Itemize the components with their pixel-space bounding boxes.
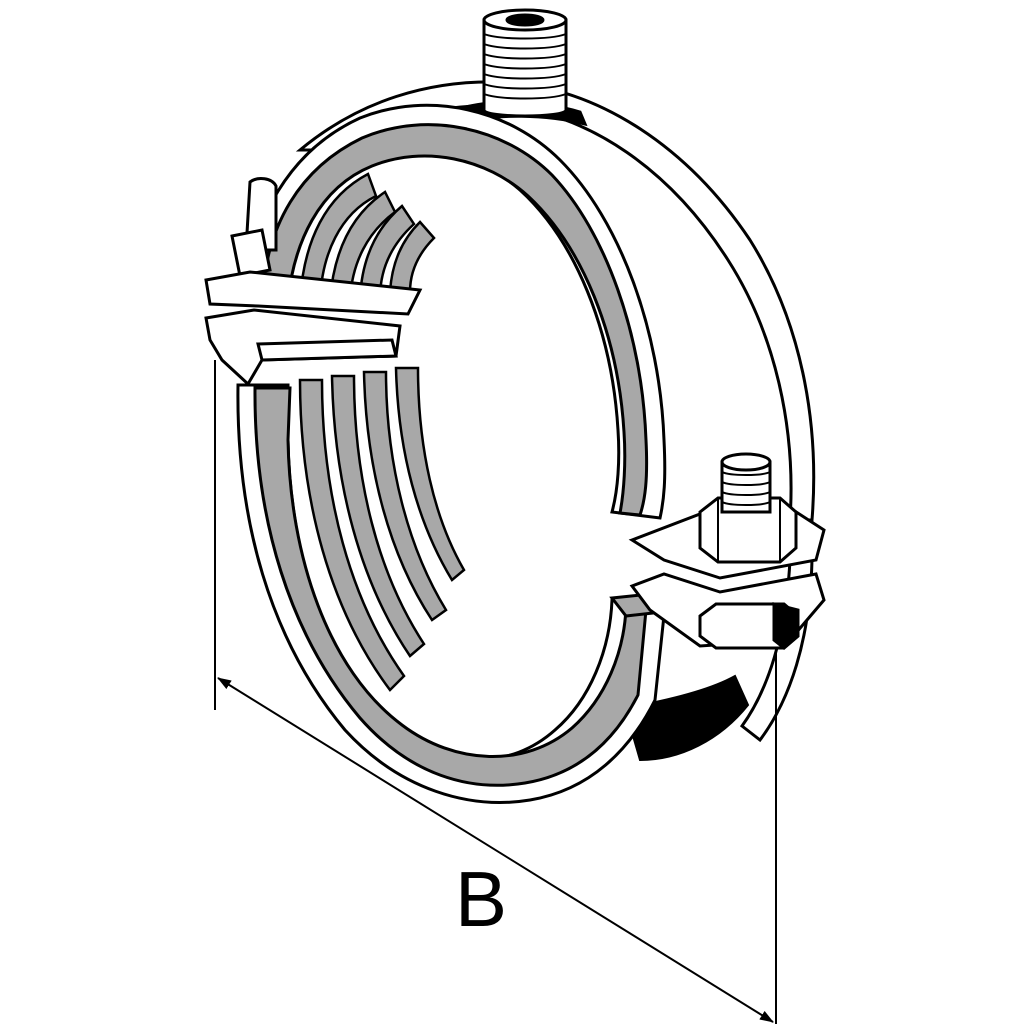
left-flange-assembly [204, 177, 423, 387]
dimension-arrow-icon [214, 360, 777, 1024]
threaded-socket-icon [482, 8, 568, 118]
right-flange-assembly [628, 452, 826, 650]
clamp-upper-front-half [243, 103, 667, 520]
dimension-label-b: B [455, 855, 507, 943]
clamp-lower-front-half [236, 366, 667, 804]
